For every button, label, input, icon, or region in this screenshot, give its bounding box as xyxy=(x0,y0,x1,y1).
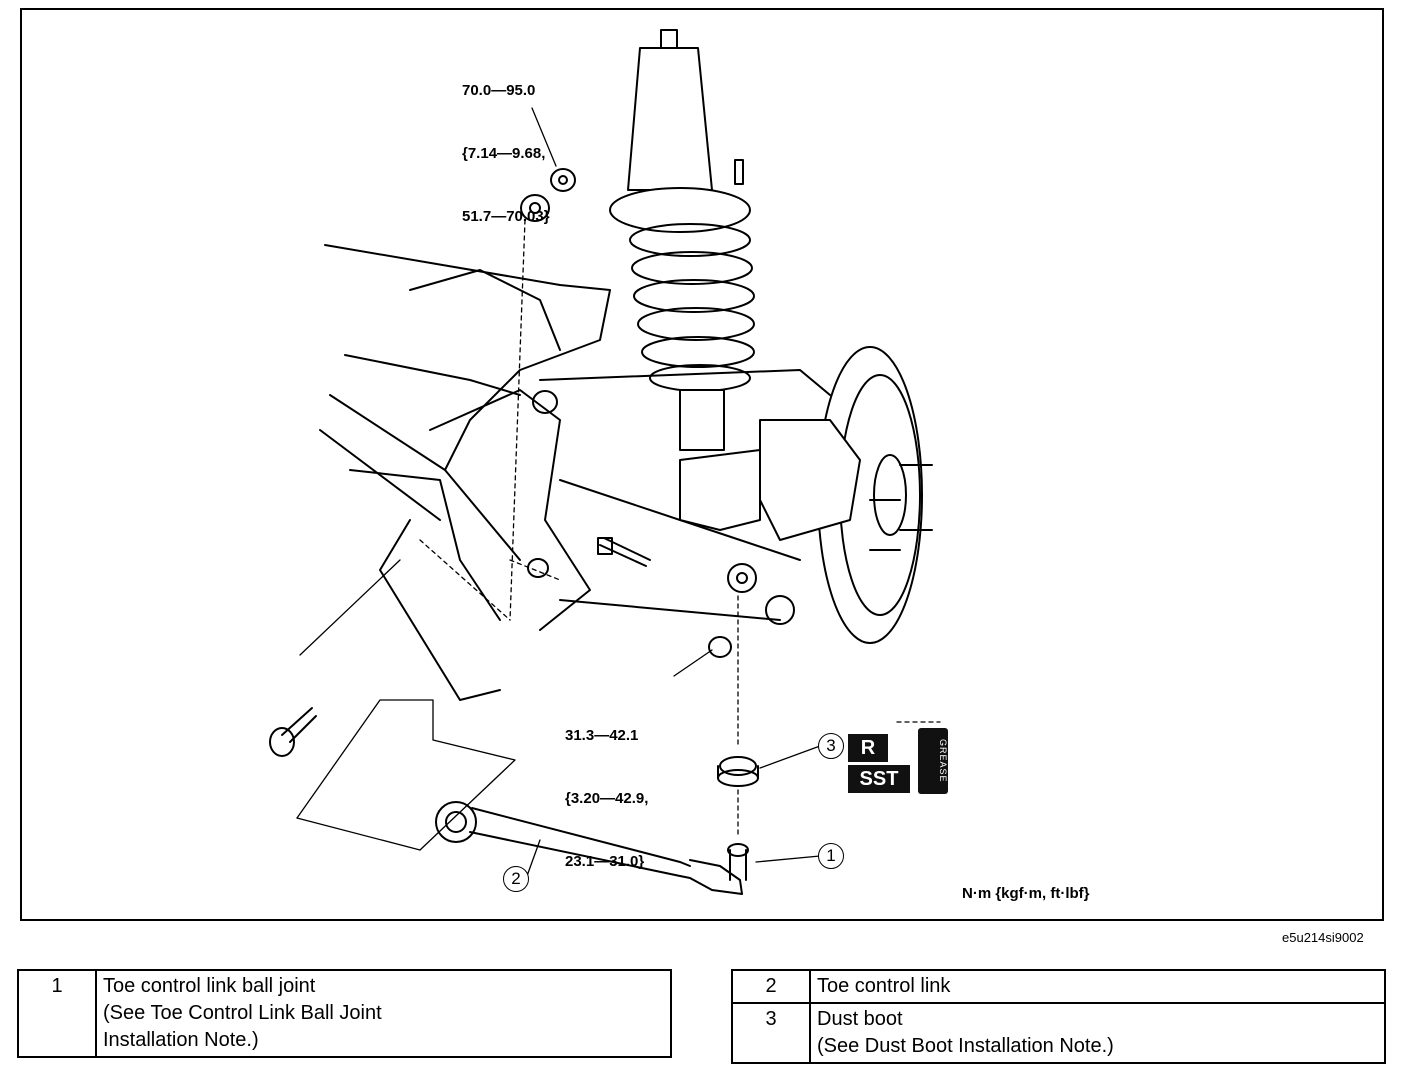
torque-spec-line: 51.7—70.03} xyxy=(462,208,550,225)
knuckle-bushing xyxy=(727,563,795,625)
grease-icon: GREASE xyxy=(918,728,948,794)
legend-text: Toe control link ball joint xyxy=(103,975,316,997)
legend-row: 1 Toe control link ball joint (See Toe C… xyxy=(17,969,672,1058)
figure-code: e5u214si9002 xyxy=(1282,930,1364,945)
torque-spec-line: {3.20—42.9, xyxy=(565,790,649,807)
legend-number: 1 xyxy=(17,969,97,1058)
subframe xyxy=(319,244,831,701)
coil-spring xyxy=(629,223,755,451)
legend-text: Dust boot xyxy=(817,1008,903,1030)
units-note: N·m {kgf·m, ft·lbf} xyxy=(962,885,1090,902)
shock-absorber xyxy=(609,29,751,233)
toe-control-link-part xyxy=(435,801,749,895)
legend-description: Toe control link xyxy=(809,969,1386,1004)
torque-spec-upper: 70.0—95.0 {7.14—9.68, 51.7—70.03} xyxy=(462,38,550,248)
torque-spec-line: 70.0—95.0 xyxy=(462,82,536,99)
legend-text: (See Dust Boot Installation Note.) xyxy=(817,1035,1114,1057)
legend-table-right: 2 Toe control link 3 Dust boot (See Dust… xyxy=(731,969,1386,1064)
dust-boot-part xyxy=(717,756,759,787)
legend-description: Dust boot (See Dust Boot Installation No… xyxy=(809,1002,1386,1064)
brake-assembly xyxy=(679,346,933,644)
torque-spec-line: 31.3—42.1 xyxy=(565,727,639,744)
torque-spec-line: {7.14—9.68, xyxy=(462,145,546,162)
legend-row: 3 Dust boot (See Dust Boot Installation … xyxy=(731,1002,1386,1064)
legend-number: 2 xyxy=(731,969,811,1004)
fasteners xyxy=(269,168,732,757)
torque-spec-lower: 31.3—42.1 {3.20—42.9, 23.1—31.0} xyxy=(565,683,648,893)
sst-badge: SST xyxy=(848,765,910,793)
diagram-frame xyxy=(20,8,1384,921)
callout-1: 1 xyxy=(818,843,844,869)
torque-spec-line: 23.1—31.0} xyxy=(565,853,645,870)
callout-3: 3 xyxy=(818,733,844,759)
alignment-lines xyxy=(419,219,941,836)
legend-text: Toe control link xyxy=(817,975,951,997)
leader-lines xyxy=(296,107,821,877)
legend-table-left: 1 Toe control link ball joint (See Toe C… xyxy=(17,969,672,1058)
legend-description: Toe control link ball joint (See Toe Con… xyxy=(95,969,672,1058)
callout-2: 2 xyxy=(503,866,529,892)
suspension-illustration xyxy=(269,29,941,895)
legend-text: Installation Note.) xyxy=(103,1029,259,1051)
legend-text: (See Toe Control Link Ball Joint xyxy=(103,1002,382,1024)
legend-row: 2 Toe control link xyxy=(731,969,1386,1004)
replace-badge: R xyxy=(848,734,888,762)
legend-number: 3 xyxy=(731,1002,811,1064)
